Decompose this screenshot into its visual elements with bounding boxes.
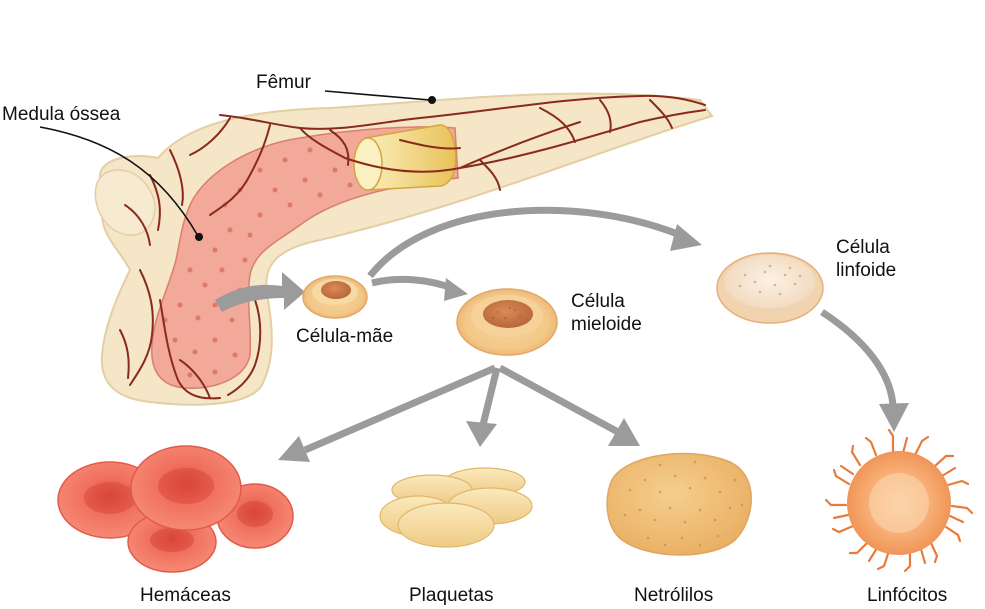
arrow-myeloid-to-neutrophils bbox=[498, 364, 620, 436]
lymphoid-label-line2: linfoide bbox=[836, 260, 897, 281]
femur-label: Fêmur bbox=[256, 72, 311, 93]
neutrophil bbox=[606, 452, 752, 556]
platelets bbox=[379, 467, 533, 548]
blood-vessels bbox=[119, 94, 706, 400]
marrow-pointer-dot bbox=[195, 233, 203, 241]
red-blood-cells bbox=[57, 445, 294, 573]
lymphocyte-projections bbox=[824, 428, 974, 573]
arrow-myeloid-to-platelets bbox=[479, 367, 501, 426]
arrow-stem-to-myeloid bbox=[371, 275, 454, 292]
red-cells-label: Hemáceas bbox=[140, 585, 231, 606]
arrow-lymphoid-to-lymphocytes bbox=[820, 309, 897, 406]
arrow-stem-to-lymphoid bbox=[367, 206, 682, 279]
femur-pointer-dot bbox=[428, 96, 436, 104]
flow-arrows bbox=[215, 206, 909, 462]
lymphoid-label-line1: Célula bbox=[836, 237, 890, 258]
myeloid-label-line1: Célula bbox=[571, 291, 625, 312]
marrow-dots bbox=[162, 147, 368, 378]
stem-cell bbox=[302, 275, 368, 319]
lymphocyte bbox=[824, 428, 974, 573]
stem-cell-label: Célula-mãe bbox=[296, 326, 394, 347]
arrow-myeloid-to-red bbox=[303, 364, 497, 454]
myeloid-cell bbox=[456, 288, 558, 356]
bone-marrow bbox=[151, 126, 459, 389]
neutrophils-label: Netrólilos bbox=[634, 585, 714, 606]
myeloid-cell-label: Célula mieloide bbox=[571, 290, 642, 336]
lymphoid-cell-label: Célula linfoide bbox=[836, 236, 896, 282]
lymphoid-cell bbox=[716, 252, 824, 324]
femur-bone bbox=[94, 92, 714, 406]
marrow-pointer-line bbox=[39, 126, 199, 237]
myeloid-label-line2: mieloide bbox=[571, 314, 642, 335]
femur-pointer-line bbox=[324, 90, 431, 101]
platelets-label: Plaquetas bbox=[409, 585, 494, 606]
arrow-marrow-to-stem bbox=[215, 272, 305, 312]
lymphocytes-label: Linfócitos bbox=[867, 585, 948, 606]
bone-marrow-label: Medula óssea bbox=[2, 104, 121, 125]
